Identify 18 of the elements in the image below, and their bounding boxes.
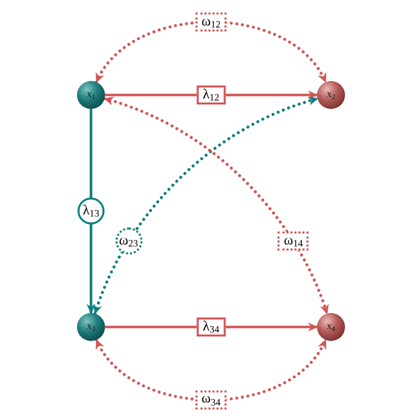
edge-label: λ$_{12}$	[196, 86, 226, 104]
edge-label: λ$_{34}$	[196, 318, 226, 336]
edge-label: ω$_{12}$	[196, 12, 226, 32]
node-label: x$_{1}$	[86, 90, 96, 100]
dotted-arrow	[94, 338, 328, 402]
edge-label: λ$_{13}$	[78, 198, 104, 224]
edge-label: ω$_{23}$	[115, 228, 142, 255]
arrow	[86, 109, 96, 314]
dotted-arrow	[94, 20, 328, 84]
edge-label: ω$_{34}$	[196, 390, 226, 410]
sphere-node	[77, 313, 105, 341]
sphere-node	[317, 81, 345, 109]
edge-label: ω$_{14}$	[278, 232, 309, 251]
sphere-node	[77, 81, 105, 109]
node-label: x$_{2}$	[326, 90, 336, 100]
node-label: x$_{3}$	[86, 322, 96, 332]
node-label: x$_{4}$	[326, 322, 336, 332]
sphere-node	[317, 313, 345, 341]
